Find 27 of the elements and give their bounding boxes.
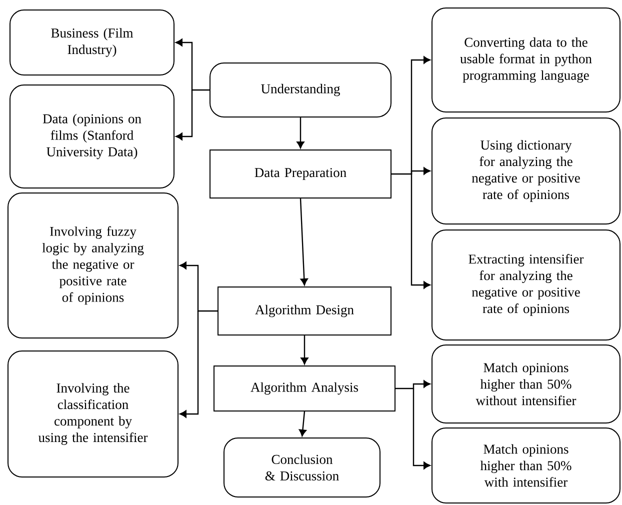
- rounded-box: Converting data to the usable format in python programming language: [432, 8, 620, 112]
- arrow: [396, 380, 430, 390]
- rounded-box: Using dictionary for analyzing the negative or positive rate of opinions: [432, 118, 620, 224]
- process-box: Algorithm Design: [218, 286, 392, 336]
- arrow: [300, 198, 308, 286]
- arrow: [392, 56, 430, 175]
- arrow: [180, 262, 218, 312]
- rounded-box: Business (Film Industry): [10, 10, 174, 76]
- process-box: Algorithm Analysis: [214, 366, 396, 412]
- rounded-box: Understanding: [210, 62, 392, 118]
- rounded-box: Involving fuzzy logic by analyzing the negative or positive rate of opinions: [8, 192, 178, 338]
- arrow: [298, 411, 306, 436]
- arrow: [296, 118, 304, 148]
- rounded-box: Involving the classification component by using the intensifier: [8, 350, 178, 478]
- arrow: [180, 311, 199, 418]
- rounded-box: Extracting intensifier for analyzing the negative or positive rate of opinions: [432, 230, 620, 340]
- arrow: [176, 38, 210, 91]
- arrow: [410, 167, 430, 175]
- arrow: [412, 388, 430, 470]
- process-box: Data Preparation: [210, 150, 392, 198]
- arrow: [176, 90, 193, 140]
- arrow: [410, 174, 430, 289]
- rounded-box: Match opinions higher than 50% without intensifier: [432, 344, 620, 424]
- arrow: [300, 336, 308, 364]
- rounded-box: Match opinions higher than 50% with intensifier: [432, 428, 620, 504]
- rounded-box: Conclusion & Discussion: [224, 438, 380, 498]
- rounded-box: Data (opinions on films (Stanford University Data): [10, 84, 174, 188]
